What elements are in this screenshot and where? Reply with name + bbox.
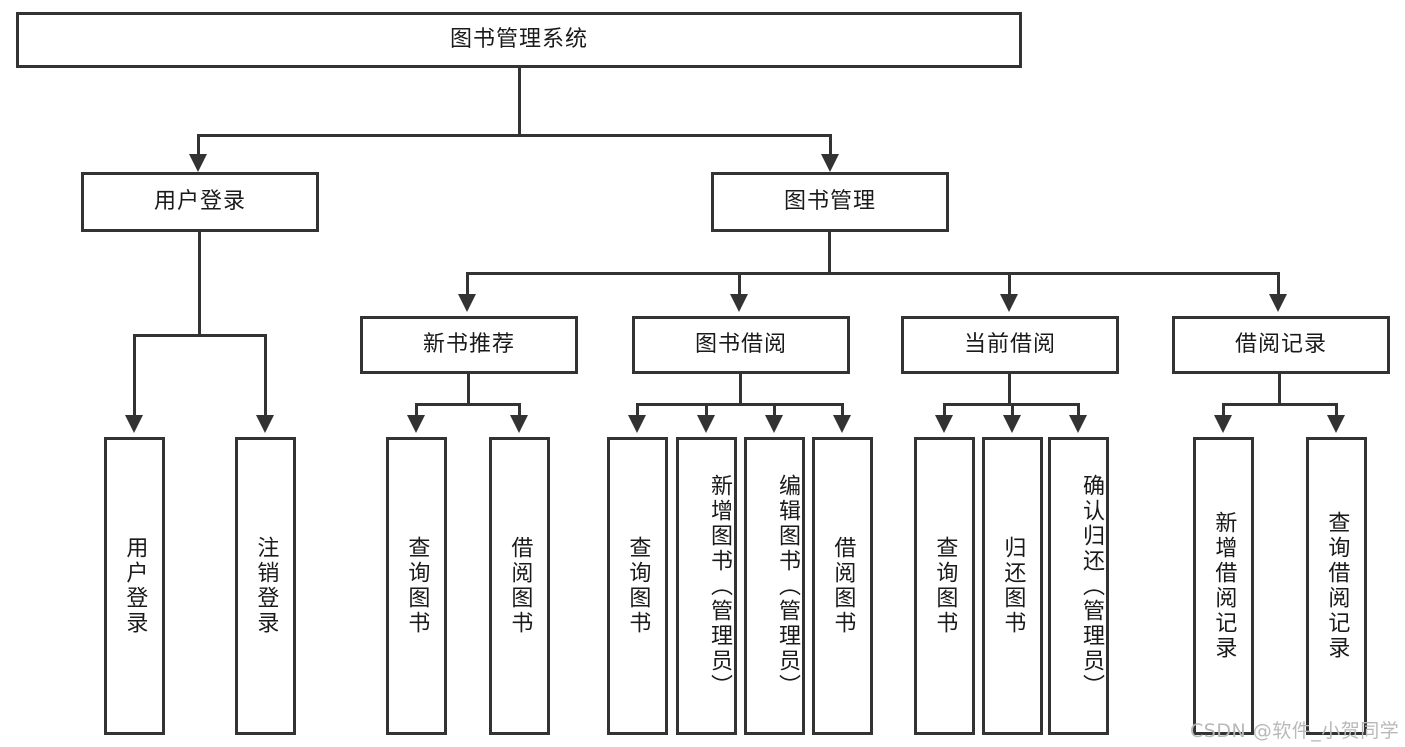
connector-root-bar: [197, 134, 832, 137]
arrow-to-leaf-query-book-2: [628, 415, 646, 433]
arrow-to-borrow-record: [1269, 294, 1287, 312]
connector-root-to-user-login: [197, 134, 200, 156]
leaf-query-book-2[interactable]: 查询图书: [607, 437, 668, 735]
connector-user-login-stem: [198, 232, 201, 336]
connector-current-borrow-drop-3: [1077, 403, 1080, 417]
connector-book-mgmt-drop-4: [1277, 272, 1280, 297]
arrow-to-leaf-query-book-1: [407, 415, 425, 433]
connector-new-book-stem: [467, 374, 470, 405]
node-current-borrow[interactable]: 当前借阅: [901, 316, 1119, 374]
connector-user-login-drop-1: [133, 334, 136, 417]
node-book-management-system[interactable]: 图书管理系统: [16, 12, 1022, 68]
leaf-borrow-book-2[interactable]: 借阅图书: [812, 437, 873, 735]
connector-borrow-record-bar: [1222, 403, 1338, 406]
arrow-to-leaf-borrow-book-2: [833, 415, 851, 433]
connector-book-mgmt-drop-3: [1008, 272, 1011, 297]
node-user-login[interactable]: 用户登录: [81, 172, 319, 232]
leaf-return-book[interactable]: 归还图书: [982, 437, 1043, 735]
leaf-add-book-admin[interactable]: 新增图书（管理员）: [676, 437, 737, 735]
connector-borrow-record-drop-2: [1335, 403, 1338, 417]
arrow-to-leaf-return-book: [1003, 415, 1021, 433]
arrow-to-leaf-confirm-return: [1069, 415, 1087, 433]
arrow-to-leaf-query-record: [1327, 415, 1345, 433]
connector-book-borrow-stem: [739, 374, 742, 405]
node-borrow-record[interactable]: 借阅记录: [1172, 316, 1390, 374]
connector-new-book-drop-1: [415, 403, 418, 417]
connector-user-login-bar: [133, 334, 267, 337]
leaf-confirm-return-admin[interactable]: 确认归还（管理员）: [1048, 437, 1109, 735]
leaf-borrow-book-1[interactable]: 借阅图书: [489, 437, 550, 735]
arrow-root-to-book-management: [821, 154, 839, 172]
connector-current-borrow-drop-2: [1011, 403, 1014, 417]
leaf-query-book-1[interactable]: 查询图书: [386, 437, 447, 735]
connector-book-borrow-drop-1: [636, 403, 639, 417]
connector-book-mgmt-stem: [828, 232, 831, 274]
csdn-watermark: CSDN @软件_小贺同学: [1190, 720, 1400, 742]
connector-book-borrow-drop-3: [773, 403, 776, 417]
connector-new-book-drop-2: [518, 403, 521, 417]
arrow-root-to-user-login: [189, 154, 207, 172]
leaf-add-borrow-record[interactable]: 新增借阅记录: [1193, 437, 1254, 735]
leaf-logout-login[interactable]: 注销登录: [235, 437, 296, 735]
connector-root-to-book-management: [829, 134, 832, 156]
connector-book-mgmt-bar: [466, 272, 1280, 275]
leaf-edit-book-admin[interactable]: 编辑图书（管理员）: [744, 437, 805, 735]
node-book-management[interactable]: 图书管理: [711, 172, 949, 232]
arrow-to-leaf-borrow-book-1: [510, 415, 528, 433]
connector-new-book-bar: [415, 403, 521, 406]
node-book-borrow[interactable]: 图书借阅: [632, 316, 850, 374]
arrow-to-new-book-recommend: [458, 294, 476, 312]
connector-book-borrow-bar: [636, 403, 844, 406]
connector-borrow-record-stem: [1278, 374, 1281, 405]
arrow-to-leaf-query-book-3: [935, 415, 953, 433]
leaf-query-book-3[interactable]: 查询图书: [914, 437, 975, 735]
node-new-book-recommend[interactable]: 新书推荐: [360, 316, 578, 374]
connector-borrow-record-drop-1: [1222, 403, 1225, 417]
connector-book-mgmt-drop-1: [466, 272, 469, 297]
connector-book-borrow-drop-4: [841, 403, 844, 417]
connector-user-login-drop-2: [264, 334, 267, 417]
connector-root-stem: [518, 68, 521, 135]
arrow-to-leaf-add-book: [697, 415, 715, 433]
arrow-to-book-borrow: [730, 294, 748, 312]
connector-book-borrow-drop-2: [705, 403, 708, 417]
connector-current-borrow-drop-1: [943, 403, 946, 417]
arrow-to-current-borrow: [1000, 294, 1018, 312]
arrow-to-leaf-logout: [256, 415, 274, 433]
arrow-to-leaf-edit-book: [765, 415, 783, 433]
arrow-to-leaf-add-record: [1214, 415, 1232, 433]
leaf-query-borrow-record[interactable]: 查询借阅记录: [1306, 437, 1367, 735]
leaf-user-login[interactable]: 用户登录: [104, 437, 165, 735]
arrow-to-leaf-user-login: [125, 415, 143, 433]
connector-book-mgmt-drop-2: [738, 272, 741, 297]
connector-current-borrow-stem: [1008, 374, 1011, 405]
